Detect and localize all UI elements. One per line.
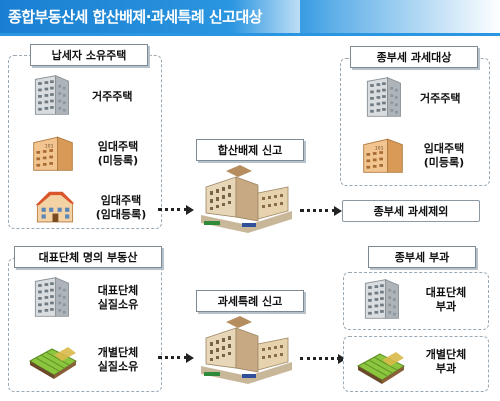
arrow-top-left: [158, 208, 188, 211]
representative-ownership-label: 대표단체 실질소유: [97, 284, 139, 311]
individual-imposition-label: 개별단체 부과: [425, 348, 467, 375]
tax-target-rental-label: 임대주택 (미등록): [423, 142, 465, 169]
farmland-icon: [354, 338, 408, 388]
rental-apartment-icon: [360, 130, 406, 176]
representative-property-box: [8, 258, 162, 392]
apartment-building-icon: [28, 70, 74, 120]
page-title: 종합부동산세 합산배제·과세특례 신고대상: [8, 8, 263, 26]
arrow-top-right: [300, 209, 336, 212]
representative-property-header: 대표단체 명의 부동산: [14, 246, 162, 268]
apartment-building-icon: [28, 272, 74, 322]
rental-apartment-icon: [30, 128, 76, 174]
taxpayer-homes-header: 납세자 소유주택: [30, 44, 148, 66]
rental-home-unregistered-label: 임대주택 (미등록): [97, 140, 139, 167]
farmland-icon: [26, 333, 80, 383]
title-banner: [0, 0, 330, 34]
government-building-icon: [196, 314, 296, 384]
individual-ownership-label: 개별단체 실질소유: [97, 346, 139, 373]
title-underline: [0, 33, 500, 36]
house-icon: [30, 185, 80, 227]
tax-exclusion-result: 종부세 과세제외: [342, 200, 480, 222]
tax-target-residence-label: 거주주택: [420, 92, 461, 105]
government-building-icon: [196, 163, 296, 233]
tax-imposition-header: 종부세 부과: [368, 246, 476, 268]
residence-home-label: 거주주택: [92, 90, 133, 103]
representative-imposition-label: 대표단체 부과: [425, 286, 467, 313]
tax-target-header: 종부세 과세대상: [350, 46, 478, 68]
apartment-building-icon: [358, 274, 404, 324]
arrowhead-top-right: [334, 206, 342, 216]
arrowhead-top-left: [186, 205, 194, 215]
arrowhead-bottom-left: [186, 353, 194, 363]
title-banner-fade: [300, 0, 500, 34]
apartment-building-icon: [360, 72, 406, 122]
special-filing-label: 과세특례 신고: [196, 290, 304, 312]
arrow-bottom-right: [300, 357, 340, 360]
arrow-bottom-left: [158, 356, 188, 359]
rental-home-registered-label: 임대주택 (임대등록): [95, 194, 147, 221]
arrowhead-bottom-right: [338, 354, 346, 364]
exclusion-filing-label: 합산배제 신고: [196, 139, 304, 161]
taxpayer-homes-box: [8, 55, 162, 229]
